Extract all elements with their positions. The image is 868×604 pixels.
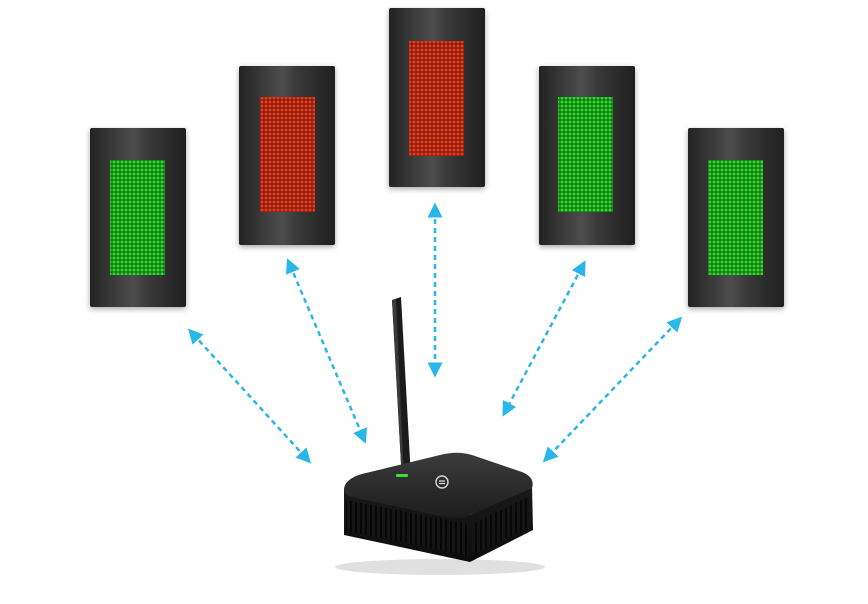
- link-arrow-2: [290, 265, 363, 437]
- display-panel-5: [688, 128, 784, 307]
- led-matrix-green: [110, 160, 165, 275]
- link-arrow-1: [193, 334, 306, 458]
- led-matrix-green: [708, 160, 763, 275]
- led-matrix-green: [558, 97, 613, 212]
- wireless-links: [193, 210, 677, 458]
- link-arrow-5: [548, 322, 677, 457]
- led-matrix-red: [260, 97, 315, 212]
- led-matrix-red: [409, 41, 464, 156]
- display-panel-4: [539, 66, 635, 245]
- display-panels: [90, 8, 784, 307]
- display-panel-2: [239, 66, 335, 245]
- link-arrow-4: [506, 267, 582, 410]
- router: [335, 297, 545, 575]
- display-panel-1: [90, 128, 186, 307]
- display-panel-3: [389, 8, 485, 187]
- router-status-light: [396, 474, 408, 477]
- router-shadow: [335, 559, 545, 575]
